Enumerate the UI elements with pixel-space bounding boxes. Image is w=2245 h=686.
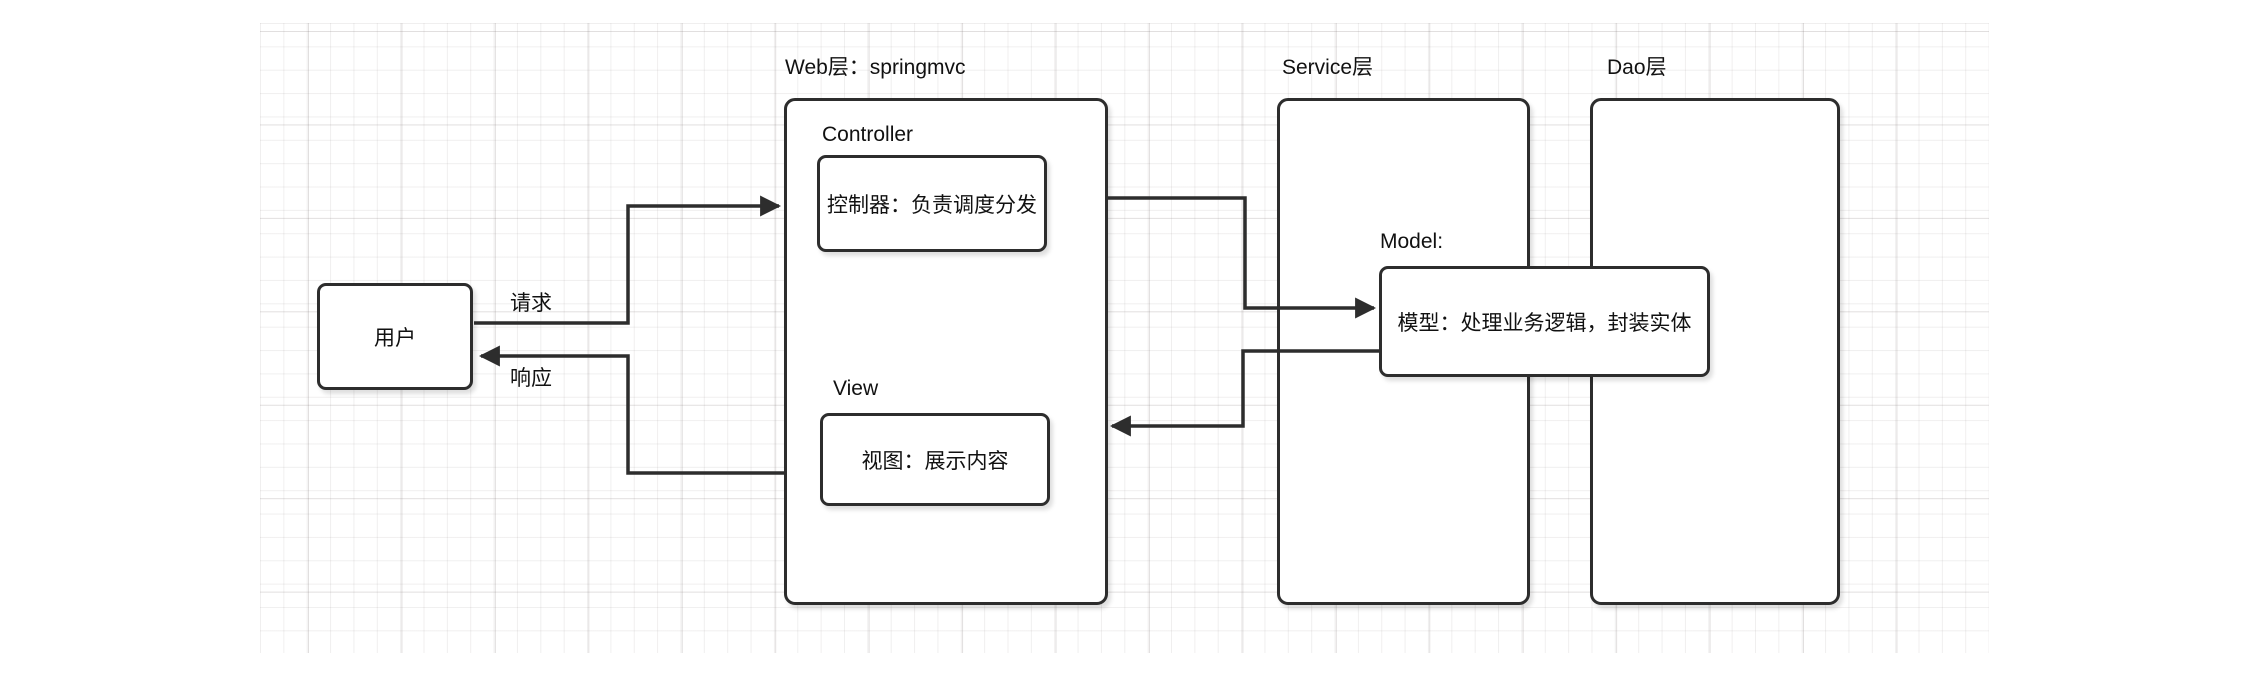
controller-to-model-edge[interactable] (1108, 196, 1377, 319)
model-node-label: 模型：处理业务逻辑，封装实体 (1397, 311, 1692, 335)
controller-heading: Controller (822, 123, 914, 146)
request-edge[interactable] (474, 195, 782, 325)
response-edge[interactable] (478, 345, 784, 475)
controller-node[interactable]: 控制器：负责调度分发 (817, 155, 1047, 252)
web-layer-title: Web层：springmvc (785, 56, 966, 79)
view-node[interactable]: 视图：展示内容 (820, 413, 1050, 506)
model-heading: Model: (1380, 230, 1444, 253)
user-node[interactable]: 用户 (317, 283, 473, 390)
dao-layer-title: Dao层 (1607, 56, 1667, 79)
service-layer-title: Service层 (1282, 56, 1374, 79)
view-node-label: 视图：展示内容 (861, 449, 1009, 473)
model-node[interactable]: 模型：处理业务逻辑，封装实体 (1379, 266, 1710, 377)
model-to-view-edge[interactable] (1109, 349, 1379, 437)
user-node-label: 用户 (374, 326, 416, 350)
request-edge-label: 请求 (510, 292, 552, 315)
response-edge-label: 响应 (510, 367, 552, 390)
controller-node-label: 控制器：负责调度分发 (827, 193, 1037, 217)
view-heading: View (833, 377, 879, 400)
